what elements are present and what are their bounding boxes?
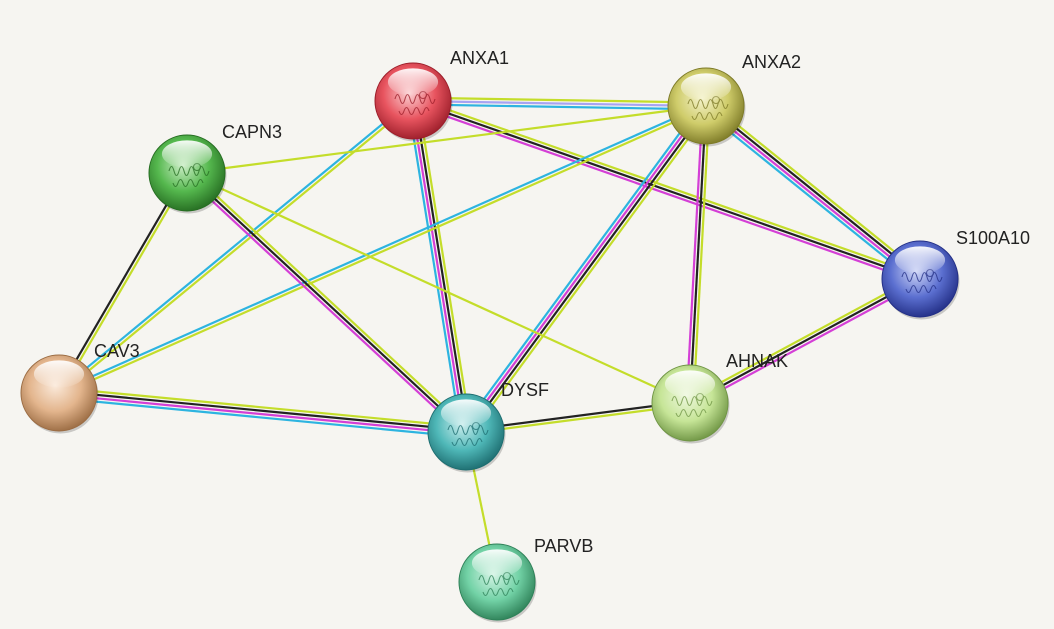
edge-line-text-mining — [469, 108, 711, 436]
edge-line-coexpression — [688, 105, 708, 404]
edge-capn3-dysf[interactable] — [183, 169, 470, 436]
edge-anxa1-dysf[interactable] — [406, 100, 473, 433]
node-anxa2[interactable]: ANXA2 — [667, 52, 801, 147]
edge-line-experiments — [411, 103, 920, 284]
edge-line-coexpression — [413, 100, 469, 432]
node-highlight — [387, 68, 439, 96]
node-capn3[interactable]: CAPN3 — [148, 122, 282, 214]
edge-line-text-mining — [413, 96, 707, 104]
node-label-anxa1: ANXA1 — [450, 48, 509, 68]
node-highlight — [894, 246, 946, 274]
node-highlight — [471, 549, 523, 577]
node-dysf[interactable]: DYSF — [427, 380, 549, 473]
node-label-anxa2: ANXA2 — [742, 52, 801, 72]
node-highlight — [440, 399, 492, 427]
edge-line-experiments — [463, 104, 706, 432]
node-parvb[interactable]: PARVB — [458, 536, 593, 623]
edge-line-homology — [412, 99, 707, 108]
edge-line-text-mining — [687, 275, 919, 401]
edge-line-text-mining — [59, 386, 467, 429]
node-ahnak[interactable]: AHNAK — [651, 351, 788, 444]
edge-line-databases — [702, 109, 918, 284]
node-label-ahnak: AHNAK — [726, 351, 788, 371]
edge-line-experiments — [704, 106, 920, 282]
edge-line-text-mining — [186, 171, 691, 405]
edge-line-coexpression — [412, 99, 921, 281]
edge-ahnak-s100a10[interactable] — [687, 275, 923, 407]
node-cav3[interactable]: CAV3 — [20, 341, 140, 434]
node-label-capn3: CAPN3 — [222, 122, 282, 142]
edge-anxa2-s100a10[interactable] — [702, 101, 924, 284]
edges-layer — [56, 96, 924, 583]
edge-line-text-mining — [59, 173, 190, 395]
edge-line-text-mining — [413, 96, 922, 277]
node-label-dysf: DYSF — [501, 380, 549, 400]
node-label-s100a10: S100A10 — [956, 228, 1030, 248]
edge-line-text-mining — [416, 100, 473, 432]
edge-line-experiments — [183, 174, 465, 436]
edge-line-coexpression — [56, 171, 187, 393]
edge-anxa2-dysf[interactable] — [461, 102, 711, 436]
node-label-cav3: CAV3 — [94, 341, 140, 361]
edge-anxa2-cav3[interactable] — [57, 103, 708, 396]
edge-anxa1-anxa2[interactable] — [412, 96, 707, 111]
edge-anxa2-ahnak[interactable] — [685, 105, 711, 404]
edge-cav3-dysf[interactable] — [58, 386, 467, 439]
edge-line-databases — [58, 396, 466, 439]
edge-line-experiments — [685, 105, 704, 403]
node-s100a10[interactable]: S100A10 — [881, 228, 1030, 320]
edge-line-databases — [412, 103, 706, 111]
edge-line-text-mining — [186, 104, 707, 175]
edge-capn3-cav3[interactable] — [56, 171, 190, 395]
node-highlight — [664, 370, 716, 398]
node-highlight — [33, 360, 85, 388]
edge-line-coexpression — [186, 172, 467, 433]
node-highlight — [680, 73, 732, 101]
edge-line-text-mining — [692, 106, 711, 404]
edge-line-experiments — [691, 281, 923, 407]
edge-line-databases — [406, 101, 463, 433]
edge-line-coexpression — [466, 106, 709, 434]
edge-line-text-mining — [59, 106, 708, 396]
edge-line-coexpression — [59, 390, 467, 432]
edge-line-databases — [461, 102, 703, 430]
edge-anxa2-capn3[interactable] — [186, 104, 707, 175]
edge-line-experiments — [58, 393, 466, 435]
edge-line-databases — [57, 98, 413, 393]
edge-line-experiments — [410, 101, 466, 433]
edge-line-text-mining — [708, 101, 924, 276]
edge-line-coexpression — [706, 103, 922, 279]
edge-line-coexpression — [689, 278, 921, 404]
edge-line-databases — [57, 103, 706, 393]
node-highlight — [161, 140, 213, 168]
node-anxa1[interactable]: ANXA1 — [374, 48, 509, 142]
edge-capn3-ahnak[interactable] — [186, 171, 691, 405]
node-label-parvb: PARVB — [534, 536, 593, 556]
edge-line-text-mining — [188, 169, 470, 431]
